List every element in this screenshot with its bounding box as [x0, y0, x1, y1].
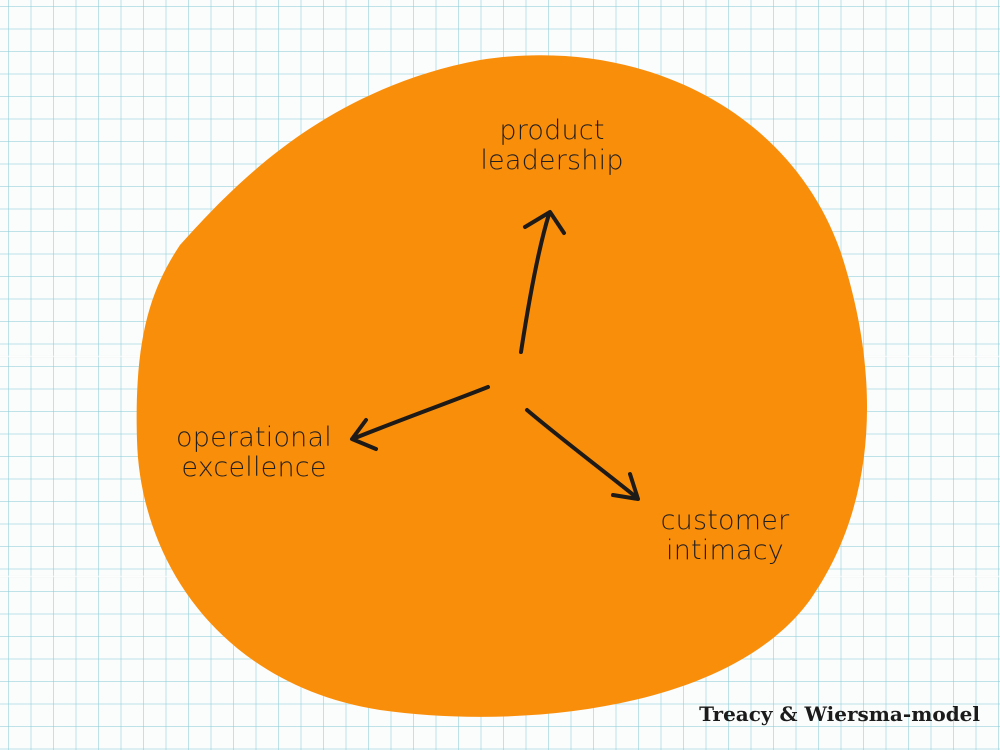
- node-label-line: customer: [660, 505, 790, 536]
- node-operational-excellence: operational excellence: [150, 423, 358, 483]
- node-label-line: excellence: [181, 452, 327, 483]
- arrow-to-operational-excellence: [350, 385, 490, 451]
- node-label-line: operational: [176, 422, 332, 453]
- arrow-to-customer-intimacy: [525, 408, 640, 501]
- model-caption: Treacy & Wiersma-model: [699, 702, 980, 726]
- node-label-line: leadership: [480, 145, 624, 176]
- node-customer-intimacy: customer intimacy: [630, 506, 820, 566]
- node-label-line: product: [499, 115, 605, 146]
- orange-blob-shape: [136, 55, 868, 717]
- node-label-line: intimacy: [666, 535, 784, 566]
- node-product-leadership: product leadership: [462, 116, 642, 176]
- arrow-to-product-leadership: [519, 210, 566, 354]
